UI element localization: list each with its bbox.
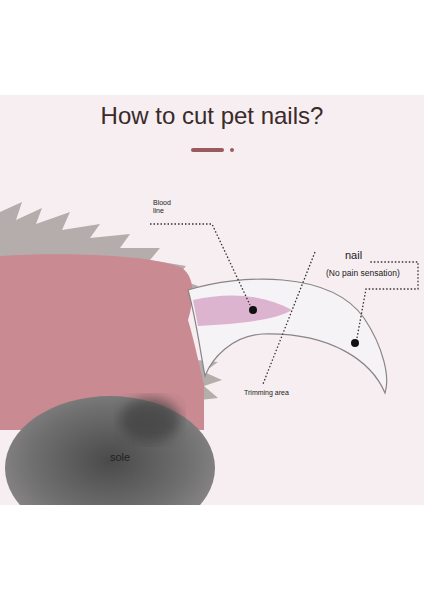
sole-pad bbox=[5, 396, 215, 505]
title: How to cut pet nails? bbox=[0, 102, 424, 131]
sole-shadow bbox=[120, 398, 180, 442]
part-label: nail bbox=[345, 249, 362, 262]
part-label: sole bbox=[110, 451, 130, 464]
leader-line bbox=[150, 224, 250, 305]
trim-line bbox=[263, 252, 315, 384]
blood-line-shape bbox=[193, 295, 292, 326]
callout-dot bbox=[249, 306, 257, 314]
area-label: Trimming area bbox=[244, 389, 289, 397]
nail-shape bbox=[188, 279, 387, 393]
title-dot bbox=[230, 148, 234, 152]
note-label: (No pain sensation) bbox=[326, 268, 400, 278]
title-mark bbox=[193, 148, 222, 152]
part-label: Blood line bbox=[153, 199, 177, 216]
callout-dot bbox=[351, 339, 359, 347]
